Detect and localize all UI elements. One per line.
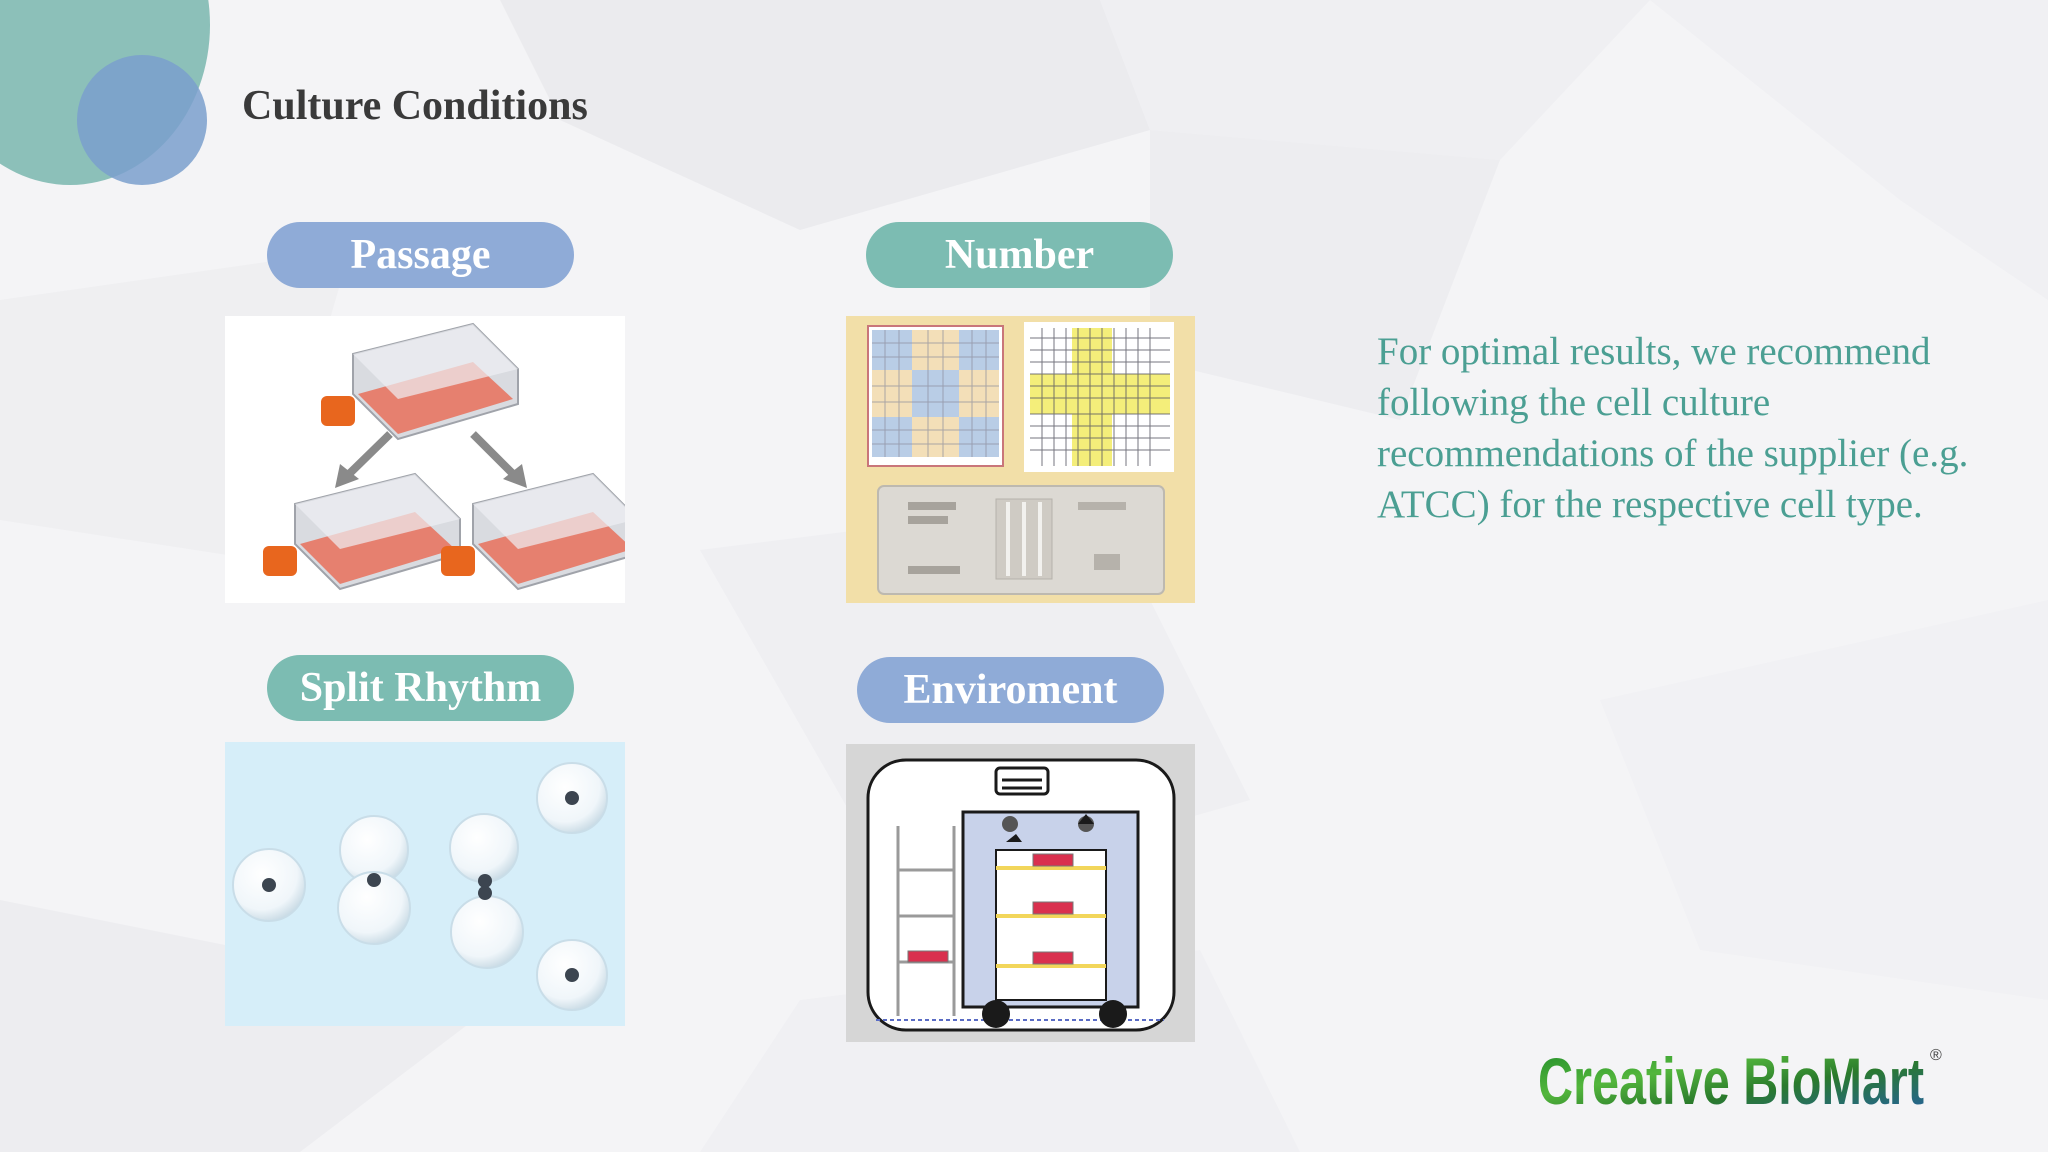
split-rhythm-label: Split Rhythm [267,655,574,721]
environment-label: Enviroment [857,657,1164,723]
passage-label: Passage [267,222,574,288]
number-label: Number [866,222,1173,288]
slide-title: Culture Conditions [242,83,588,129]
creative-biomart-logo: Creative BioMart ® [1538,1036,1948,1121]
cell-division-illustration [225,742,625,1026]
logo-wordmark: Creative BioMart [1538,1044,1924,1116]
culture-recommendation-text: For optimal results, we recommend follow… [1377,330,1969,526]
passage-illustration [225,316,625,603]
registered-mark: ® [1930,1047,1942,1064]
incubator-illustration [846,744,1195,1042]
decorative-blue-circle [77,55,207,185]
cell-counting-chamber-illustration [846,316,1195,603]
